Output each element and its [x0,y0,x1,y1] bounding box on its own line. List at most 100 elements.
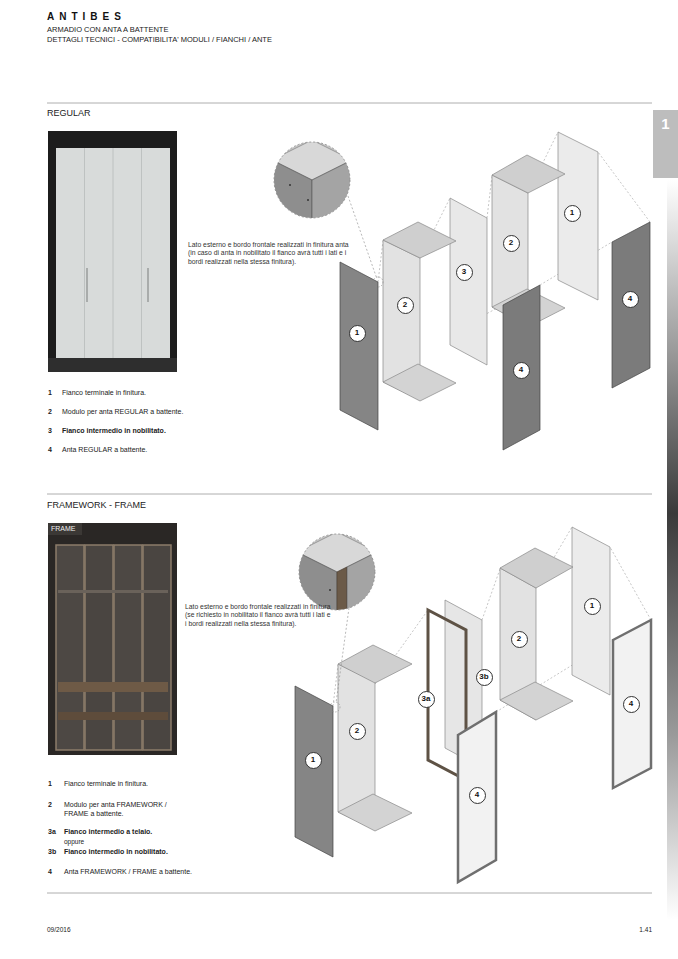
detail-marker [330,702,340,712]
callout-number: 1 [311,756,315,764]
door-joint [84,148,85,358]
item-number: 2 [48,801,52,810]
end-panel [340,262,378,430]
guide-line [333,665,338,706]
shelf-photo [58,590,168,593]
detail-magnifier [295,530,379,642]
detail-front [347,552,377,637]
module-top [492,155,565,193]
door-handle [86,268,87,302]
leader-line [336,608,349,703]
item-text: Anta FRAMEWORK / FRAME a battente. [64,868,192,877]
detail-note: Lato esterno e bordo frontale realizzati… [185,603,333,628]
callout-number: 1 [355,329,359,337]
callout-number: 3b [479,673,488,681]
callout-circle: 1 [305,752,322,769]
callout-circle: 2 [397,297,414,314]
item-text: Fianco intermedio a telaio. [64,828,152,837]
module-bottom [383,364,456,401]
item-number: 3b [48,848,56,857]
module-bottom [500,682,573,720]
module-top [338,645,412,683]
footer-date: 09/2016 [47,926,71,934]
item-text: Anta REGULAR a battente. [62,446,147,455]
photo-frame [48,131,177,372]
module-bottom [338,794,412,831]
side-strip [667,180,678,920]
callout-number: 4 [519,366,523,374]
end-panel [558,132,598,300]
detail-dot [329,589,331,591]
page-title: ANTIBES [47,11,126,24]
module-top [383,222,456,258]
callout-circle: 4 [469,787,486,804]
callout-number: 4 [628,295,632,303]
callout-circle: 4 [513,362,530,379]
detail-dot [307,199,309,201]
rule-line [47,494,652,495]
callout-number: 2 [509,239,513,247]
end-panel [295,686,333,857]
callout-circle: 4 [623,696,640,713]
item-number: 1 [48,389,52,398]
callout-number: 4 [629,700,633,708]
door-joint [141,148,142,358]
item-text: Fianco intermedio in nobilitato. [62,427,166,436]
item-text: Modulo per anta REGULAR a battente. [62,408,183,417]
callout-circle: 4 [622,291,639,308]
shelf-photo [58,682,168,692]
photo-label: FRAME [51,525,76,534]
callout-circle: 1 [584,598,601,615]
detail-note: Lato esterno e bordo frontale realizzati… [188,241,353,266]
item-number: 3a [48,828,56,837]
guide-line [487,176,492,218]
page-number: 1.41 [639,926,652,934]
detail-marker [373,277,383,287]
magnifier-outline [274,142,350,218]
callout-circle: 2 [503,235,520,252]
detail-front [312,160,352,250]
callout-number: 2 [355,727,359,735]
door-joint [113,148,114,358]
photo-tag [48,523,82,535]
detail-dot [289,184,291,186]
leader-line [348,196,377,279]
callout-circle: 3a [418,691,435,708]
glass-door [458,712,496,882]
magnifier-outline [299,534,375,610]
item-text: Fianco terminale in finitura. [64,780,148,789]
item-number: 1 [48,780,52,789]
callout-circle: 1 [564,205,581,222]
shelf-photo [58,712,168,720]
callout-number: 2 [403,301,407,309]
door-panel [612,222,650,388]
photo-floor [48,358,177,372]
callout-circle: 2 [349,723,366,740]
callout-circle: 3 [456,264,473,281]
glass-door [613,620,651,788]
guide-line [598,152,650,222]
photo-frame [48,523,177,755]
rule-line [47,103,652,104]
door-handle [147,268,148,302]
item-number: 4 [48,868,52,877]
guide-line [378,241,383,282]
door-panel [503,285,540,450]
item-text: Fianco intermedio in nobilitato. [64,848,168,857]
guide-lines [333,527,651,712]
detail-magnifier [270,138,354,250]
callout-circle: 1 [349,325,366,342]
subtitle: DETTAGLI TECNICI - COMPATIBILITA' MODULI… [47,35,272,44]
item-number: 4 [48,446,52,455]
wardrobe-photo [56,148,170,358]
callout-number: 2 [517,635,521,643]
guide-line [610,547,651,620]
guide-line [482,569,500,620]
subtitle: ARMADIO CON ANTA A BATTENTE [47,25,168,34]
detail-side [297,552,337,642]
end-panel [572,527,610,695]
detail-edge [337,567,347,642]
section-title: FRAMEWORK - FRAME [47,500,146,511]
callout-number: 1 [590,602,594,610]
